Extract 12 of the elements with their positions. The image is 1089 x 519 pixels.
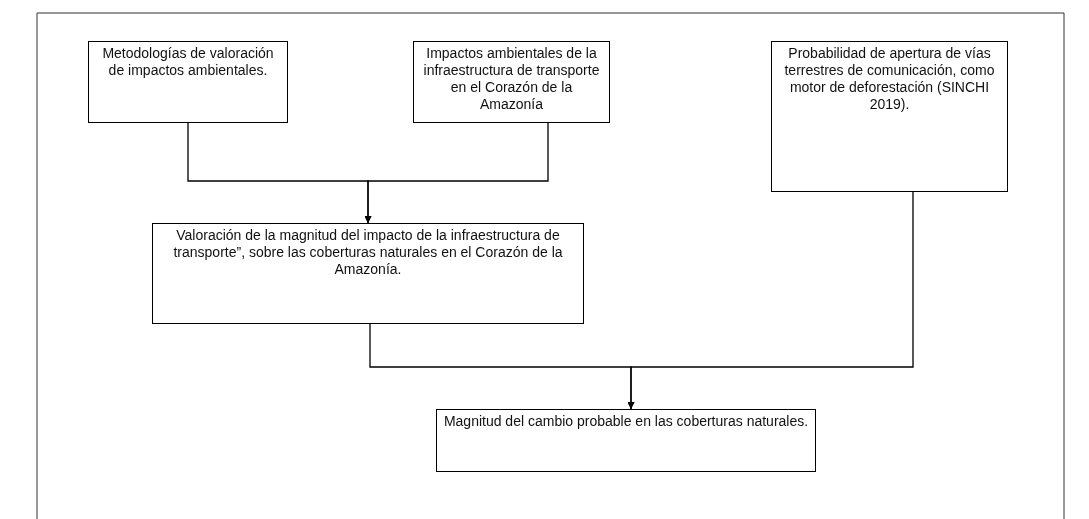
process-box: [413, 41, 610, 123]
process-box: [152, 223, 584, 324]
connector-arrow: [364, 122, 549, 224]
connector-arrow: [627, 191, 914, 410]
process-box: [88, 41, 288, 123]
process-box: [771, 41, 1008, 192]
process-box: [436, 409, 816, 472]
box-text: Magnitud del cambio probable en las coberturas naturales.: [443, 413, 809, 430]
box-text: Probabilidad de apertura de vías terrestres de comunicación, como motor de deforestación (SINCHI 2019).: [783, 45, 996, 113]
box-text: Impactos ambientales de la infraestructura de transporte en el Corazón de la Amazonía: [422, 45, 601, 113]
box-text: Metodologías de valoración de impactos ambientales.: [101, 45, 275, 79]
box-text: Valoración de la magnitud del impacto de la infraestructura de transporte”, sobre las coberturas naturales en el Corazón de la Amazonía.: [172, 227, 564, 278]
